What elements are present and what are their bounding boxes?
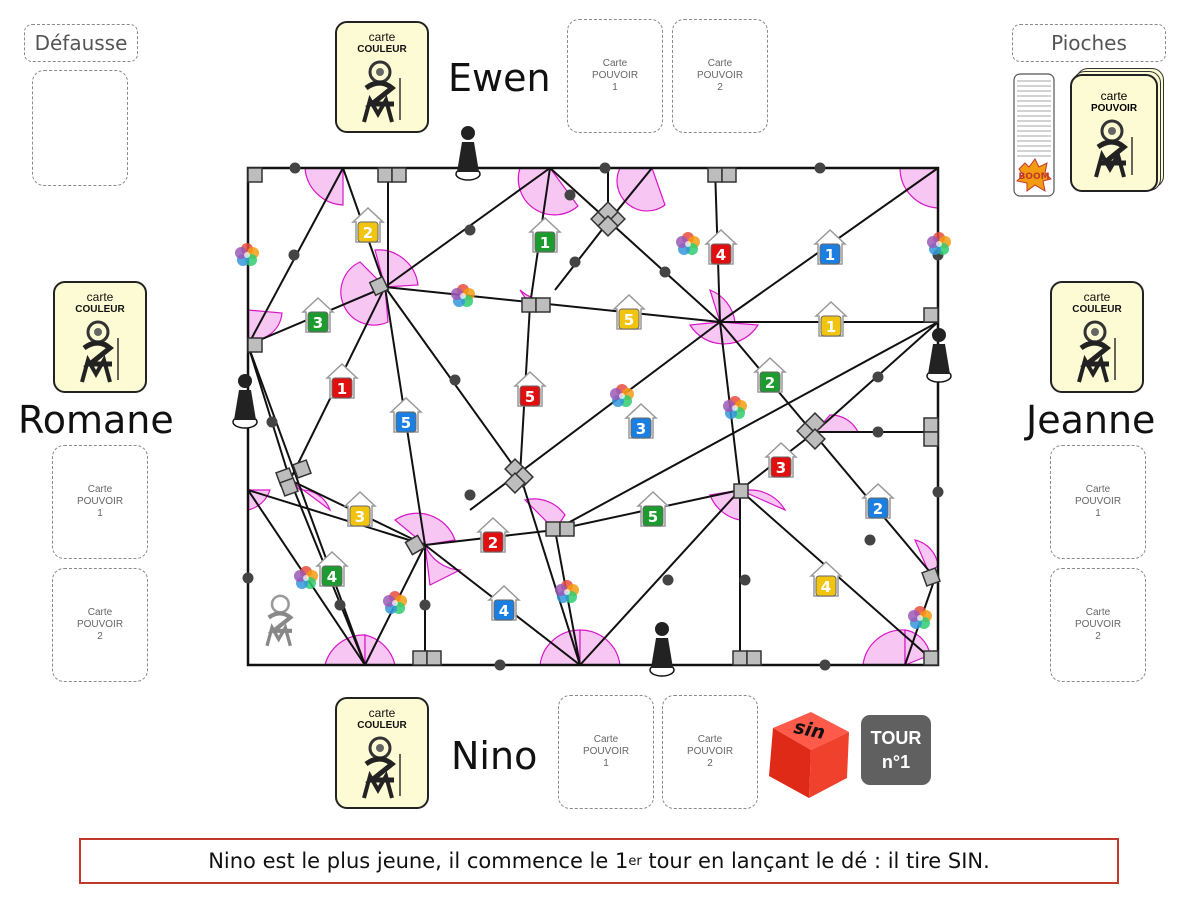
boom-deck[interactable]: BOOM bbox=[1013, 73, 1055, 197]
color-card-ewen[interactable]: carte COULEUR bbox=[335, 21, 429, 133]
power-slot-line1: Carte bbox=[87, 484, 113, 495]
turn-number: n°1 bbox=[881, 752, 911, 772]
power-slot-nino-1[interactable]: Carte POUVOIR 1 bbox=[558, 695, 654, 809]
message-before: Nino est le plus jeune, il commence le 1 bbox=[208, 849, 629, 873]
pawn-romane-icon[interactable] bbox=[230, 372, 260, 430]
draw-piles-label: Pioches bbox=[1012, 24, 1166, 62]
color-card-line2: COULEUR bbox=[357, 44, 407, 55]
turn-indicator: TOUR n°1 bbox=[861, 715, 931, 785]
message-after: tour en lançant le dé : il tire SIN. bbox=[641, 849, 990, 873]
game-message: Nino est le plus jeune, il commence le 1… bbox=[79, 838, 1119, 884]
angle-markers bbox=[247, 167, 939, 666]
power-slot-jeanne-1[interactable]: Carte POUVOIR 1 bbox=[1050, 445, 1146, 559]
power-slot-line2: POUVOIR bbox=[686, 746, 734, 757]
boom-text: BOOM bbox=[1018, 172, 1049, 182]
color-card-line1: carte bbox=[1083, 290, 1111, 304]
color-card-nino[interactable]: carte COULEUR bbox=[335, 697, 429, 809]
player-name-jeanne: Jeanne bbox=[1026, 398, 1156, 442]
discard-label: Défausse bbox=[24, 24, 138, 62]
power-slot-number: 1 bbox=[603, 758, 609, 769]
power-slot-line2: POUVOIR bbox=[76, 496, 124, 507]
color-card-line2: COULEUR bbox=[75, 304, 125, 315]
color-card-line1: carte bbox=[86, 290, 114, 304]
color-card-line2: COULEUR bbox=[1072, 304, 1122, 315]
power-slot-jeanne-2[interactable]: Carte POUVOIR 2 bbox=[1050, 568, 1146, 682]
board-nodes bbox=[242, 162, 944, 671]
board-watermark-logo-icon bbox=[265, 594, 294, 647]
power-slot-number: 1 bbox=[612, 82, 618, 93]
power-slot-romane-2[interactable]: Carte POUVOIR 2 bbox=[52, 568, 148, 682]
board-connectors bbox=[247, 167, 941, 666]
color-card-line1: carte bbox=[368, 706, 396, 720]
player-name-romane: Romane bbox=[18, 398, 174, 442]
color-card-line2: COULEUR bbox=[357, 720, 407, 731]
brem-logo-icon bbox=[362, 60, 401, 123]
turn-label: TOUR bbox=[870, 728, 922, 748]
power-slot-number: 1 bbox=[97, 508, 103, 519]
brem-logo-icon bbox=[1077, 320, 1116, 383]
power-slot-number: 2 bbox=[1095, 631, 1101, 642]
color-card-jeanne[interactable]: carte COULEUR bbox=[1050, 281, 1144, 393]
power-slot-ewen-2[interactable]: Carte POUVOIR 2 bbox=[672, 19, 768, 133]
power-slot-line1: Carte bbox=[1085, 484, 1111, 495]
pawn-nino-icon[interactable] bbox=[647, 620, 677, 678]
power-slot-number: 2 bbox=[717, 82, 723, 93]
power-slot-number: 2 bbox=[97, 631, 103, 642]
brem-logo-icon bbox=[1094, 119, 1133, 178]
power-slot-number: 1 bbox=[1095, 508, 1101, 519]
power-slot-line2: POUVOIR bbox=[76, 619, 124, 630]
power-slot-line1: Carte bbox=[602, 58, 628, 69]
pawn-ewen-icon[interactable] bbox=[453, 124, 483, 182]
power-deck-line1: carte bbox=[1100, 89, 1128, 103]
power-slot-line1: Carte bbox=[697, 734, 723, 745]
power-deck[interactable]: carte POUVOIR bbox=[1068, 68, 1164, 196]
power-slot-line1: Carte bbox=[87, 607, 113, 618]
power-slot-line2: POUVOIR bbox=[1074, 496, 1122, 507]
power-slot-line1: Carte bbox=[707, 58, 733, 69]
power-slot-line1: Carte bbox=[1085, 607, 1111, 618]
pawn-jeanne-icon[interactable] bbox=[924, 326, 954, 384]
power-slot-line2: POUVOIR bbox=[591, 70, 639, 81]
discard-pile-slot[interactable] bbox=[32, 70, 128, 186]
power-slot-line1: Carte bbox=[593, 734, 619, 745]
power-slot-line2: POUVOIR bbox=[582, 746, 630, 757]
color-card-romane[interactable]: carte COULEUR bbox=[53, 281, 147, 393]
message-sup: er bbox=[628, 853, 642, 869]
brem-logo-icon bbox=[362, 736, 401, 799]
power-slot-ewen-1[interactable]: Carte POUVOIR 1 bbox=[567, 19, 663, 133]
power-slot-number: 2 bbox=[707, 758, 713, 769]
player-name-nino: Nino bbox=[451, 734, 538, 778]
die-icon[interactable]: sin bbox=[763, 706, 853, 802]
power-slot-line2: POUVOIR bbox=[1074, 619, 1122, 630]
power-slot-romane-1[interactable]: Carte POUVOIR 1 bbox=[52, 445, 148, 559]
color-card-line1: carte bbox=[368, 30, 396, 44]
brem-logo-icon bbox=[80, 320, 119, 383]
power-slot-nino-2[interactable]: Carte POUVOIR 2 bbox=[662, 695, 758, 809]
power-deck-line2: POUVOIR bbox=[1090, 103, 1138, 114]
player-name-ewen: Ewen bbox=[448, 56, 551, 100]
power-slot-line2: POUVOIR bbox=[696, 70, 744, 81]
game-board bbox=[242, 162, 944, 671]
